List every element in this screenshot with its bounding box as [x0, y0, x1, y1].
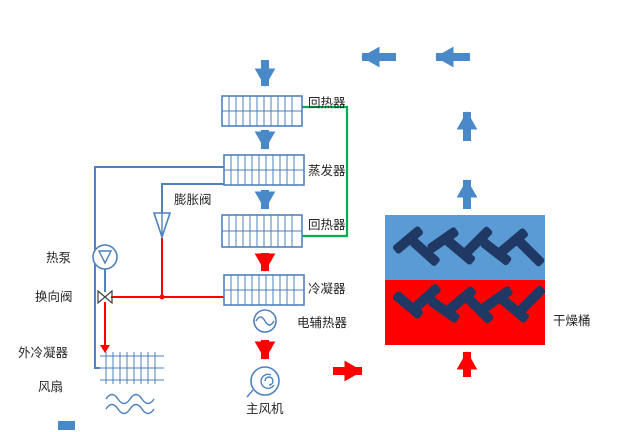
regenerator-bottom-exchanger — [221, 214, 303, 248]
refrigerant-arrowhead-down — [100, 345, 110, 353]
external-condenser-label: 外冷凝器 — [18, 345, 69, 360]
refrigerant-line-to-expansion-valve — [161, 183, 224, 213]
laundry-items — [392, 226, 546, 324]
exchanger-hatch — [222, 96, 302, 126]
condenser-label: 冷凝器 — [308, 281, 346, 296]
regenerator-top-label: 回热器 — [308, 96, 346, 110]
heat-pump-compressor — [92, 244, 118, 270]
refrigerant-line-evaporator-to-external — [94, 166, 224, 369]
exchanger-hatch — [222, 215, 302, 247]
pipe-junction-dot — [159, 294, 165, 300]
blower-outlet — [246, 389, 254, 398]
regenerator-top-exchanger — [221, 95, 303, 127]
condenser-exchanger — [223, 274, 305, 306]
electric-heater-label: 电辅热器 — [297, 316, 348, 330]
heat-recovery-line — [302, 105, 349, 238]
exchanger-hatch — [224, 155, 304, 185]
electric-heater — [253, 309, 277, 333]
drying-drum-label: 干燥桶 — [553, 313, 591, 328]
compressor-triangle-icon — [97, 250, 113, 265]
condenser-fins — [105, 352, 156, 384]
expansion-valve — [152, 212, 172, 240]
exchanger-hatch — [224, 275, 304, 305]
blower-spiral-icon — [260, 373, 275, 390]
evaporator-label: 蒸发器 — [308, 163, 346, 178]
external-condenser — [100, 352, 164, 384]
main-fan-blower — [246, 366, 280, 398]
fan-symbol — [105, 393, 155, 415]
main-fan-label: 主风机 — [246, 402, 284, 416]
drying-drum — [385, 215, 546, 345]
evaporator-exchanger — [223, 154, 305, 186]
heat-pump-label: 热泵 — [46, 251, 71, 265]
fan-label: 风扇 — [38, 379, 63, 394]
reversing-valve-label: 换向阀 — [35, 289, 73, 304]
corner-artifact — [58, 421, 75, 430]
expansion-valve-label: 膨胀阀 — [174, 193, 212, 207]
reversing-valve — [97, 289, 113, 305]
sine-wave-icon — [255, 316, 275, 326]
regenerator-bottom-label: 回热器 — [308, 218, 346, 232]
